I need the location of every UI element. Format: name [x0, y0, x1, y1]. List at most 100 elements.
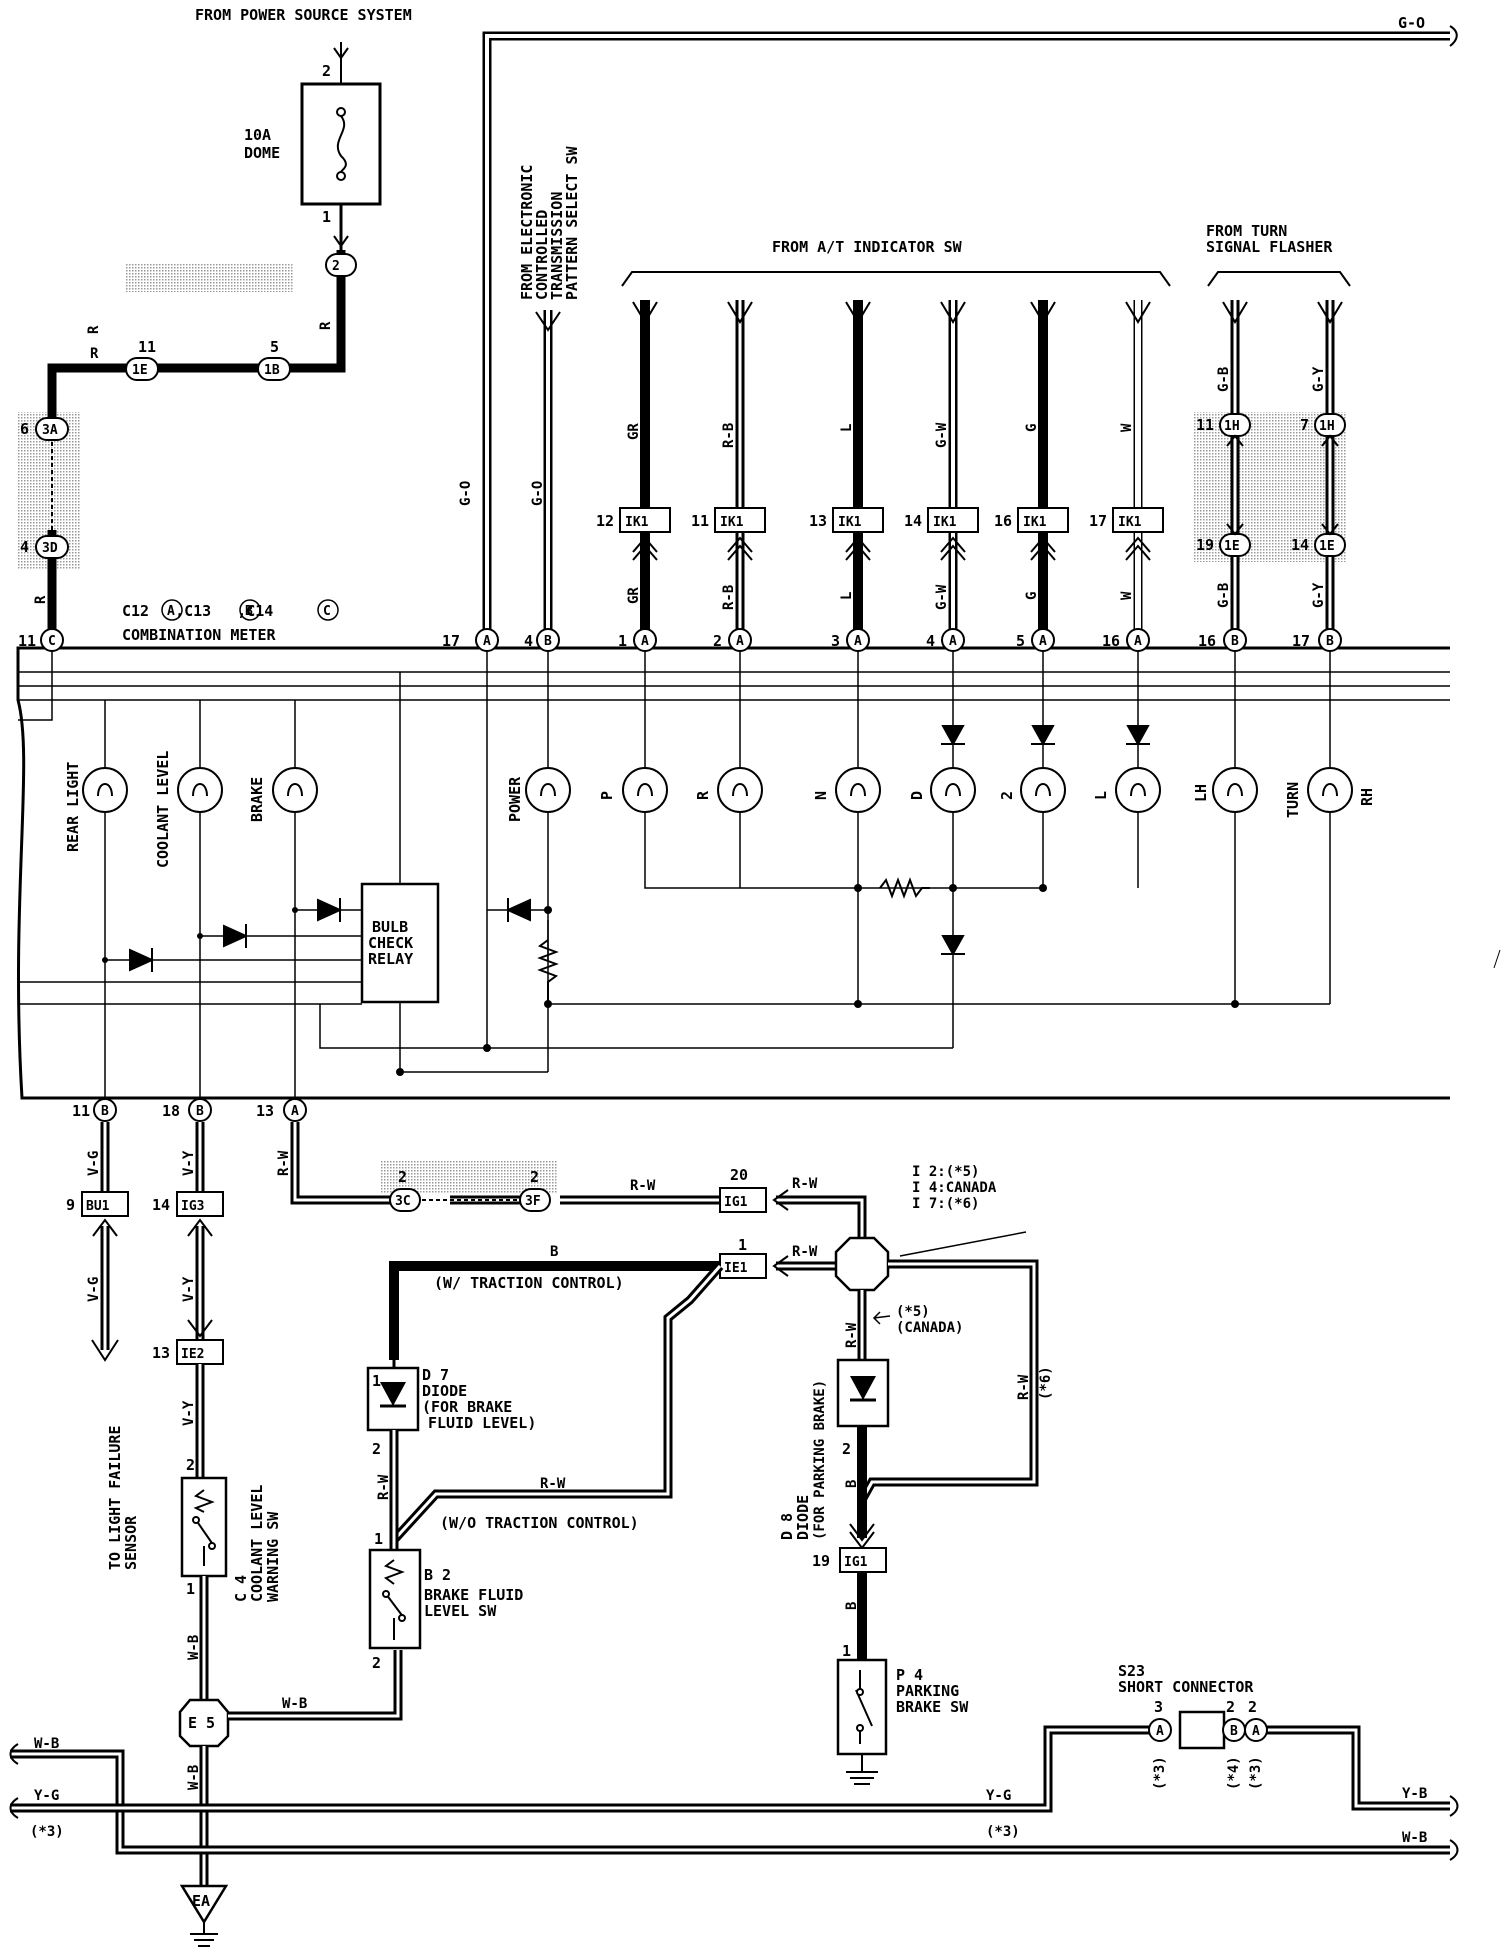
svg-text:G-O: G-O [530, 481, 546, 506]
svg-text:IG3: IG3 [181, 1199, 204, 1214]
svg-text:Y-G: Y-G [34, 1788, 59, 1804]
svg-text:2: 2 [372, 1440, 381, 1458]
svg-text:R: R [33, 595, 49, 604]
svg-text:B: B [1231, 634, 1239, 649]
svg-text:W-B: W-B [186, 1635, 202, 1660]
svg-text:R-W: R-W [792, 1244, 818, 1260]
svg-text:14: 14 [904, 512, 922, 530]
junction-shade-1e-1b [126, 264, 294, 292]
svg-text:(*3): (*3) [30, 1824, 64, 1840]
svg-text:IK1: IK1 [1023, 515, 1047, 530]
svg-text:RELAY: RELAY [368, 950, 413, 968]
svg-text:(FOR PARKING BRAKE): (FOR PARKING BRAKE) [812, 1380, 828, 1540]
svg-text:11: 11 [1196, 416, 1214, 434]
svg-text:A: A [1039, 634, 1047, 649]
svg-text:3C: 3C [395, 1194, 411, 1209]
svg-text:B: B [101, 1104, 109, 1119]
svg-text:1H: 1H [1319, 419, 1335, 434]
svg-text:13: 13 [256, 1102, 274, 1120]
svg-text:C 4: C 4 [232, 1575, 250, 1602]
svg-text:G-W: G-W [934, 584, 950, 610]
svg-text:A: A [641, 634, 649, 649]
svg-text:SHORT CONNECTOR: SHORT CONNECTOR [1118, 1678, 1254, 1696]
svg-text:IK1: IK1 [720, 515, 744, 530]
svg-text:2: 2 [372, 1654, 381, 1672]
svg-text:BRAKE SW: BRAKE SW [896, 1698, 969, 1716]
svg-text:14: 14 [152, 1196, 170, 1214]
svg-text:16: 16 [1198, 632, 1216, 650]
svg-text:EA: EA [192, 1892, 210, 1910]
svg-text:19: 19 [812, 1552, 830, 1570]
svg-text:V-Y: V-Y [181, 1150, 197, 1176]
svg-text:A: A [736, 634, 744, 649]
svg-text:3A: 3A [42, 423, 58, 438]
label-from-power-source: FROM POWER SOURCE SYSTEM [195, 6, 412, 24]
svg-text:W: W [1119, 591, 1135, 600]
svg-text:11: 11 [18, 632, 36, 650]
svg-text:V-G: V-G [86, 1151, 102, 1176]
svg-text:W-B: W-B [186, 1765, 202, 1790]
svg-text:1: 1 [186, 1580, 195, 1598]
svg-text:E 5: E 5 [188, 1714, 215, 1732]
svg-text:17: 17 [1292, 632, 1310, 650]
svg-text:1E: 1E [1224, 539, 1240, 554]
svg-text:A: A [854, 634, 862, 649]
svg-text:1: 1 [618, 632, 627, 650]
svg-text:R-W: R-W [792, 1176, 818, 1192]
svg-text:R: R [694, 790, 712, 800]
svg-text:A: A [1156, 1724, 1164, 1739]
svg-text:(*3): (*3) [986, 1824, 1020, 1840]
svg-text:A: A [291, 1104, 299, 1119]
svg-text:LH: LH [1192, 784, 1210, 802]
svg-text:6: 6 [20, 420, 29, 438]
svg-text:7: 7 [1300, 416, 1309, 434]
label-from-turn: FROM TURN [1206, 222, 1287, 240]
svg-text:BRAKE FLUID: BRAKE FLUID [424, 1586, 523, 1604]
svg-text:R-W: R-W [540, 1476, 566, 1492]
svg-text:COOLANT LEVEL: COOLANT LEVEL [154, 751, 172, 868]
svg-text:5: 5 [270, 338, 279, 356]
svg-text:(*4): (*4) [1226, 1756, 1242, 1790]
svg-text:G-O: G-O [1398, 14, 1425, 32]
svg-text:19: 19 [1196, 536, 1214, 554]
svg-text:L: L [1092, 791, 1110, 800]
svg-text:TRANSMISSION: TRANSMISSION [548, 192, 566, 300]
junction-i2-i4-i7 [834, 1236, 890, 1292]
svg-text:1: 1 [738, 1236, 747, 1254]
svg-text:BULB: BULB [372, 918, 408, 936]
svg-text:1: 1 [372, 1372, 381, 1390]
svg-text:11: 11 [691, 512, 709, 530]
svg-text:A: A [949, 634, 957, 649]
svg-text:A: A [167, 604, 175, 619]
svg-text:V-Y: V-Y [181, 1276, 197, 1302]
svg-text:(W/ TRACTION CONTROL): (W/ TRACTION CONTROL) [434, 1274, 624, 1292]
svg-text:(FOR BRAKE: (FOR BRAKE [422, 1398, 512, 1416]
svg-text:(CANADA): (CANADA) [896, 1320, 963, 1336]
svg-text:(*3): (*3) [1152, 1756, 1168, 1790]
svg-text:IK1: IK1 [1118, 515, 1142, 530]
fuse-box [300, 82, 382, 206]
svg-text:Y-G: Y-G [986, 1788, 1011, 1804]
svg-text:18: 18 [162, 1102, 180, 1120]
meter-name: COMBINATION METER [122, 626, 276, 644]
svg-text:G: G [1024, 592, 1040, 600]
svg-text:R-W: R-W [376, 1474, 392, 1500]
svg-text:G-B: G-B [1216, 583, 1232, 608]
svg-text:2: 2 [1248, 1698, 1257, 1716]
svg-text:11: 11 [72, 1102, 90, 1120]
at-indicator-wires [640, 300, 1335, 640]
label-from-at-indicator: FROM A/T INDICATOR SW [772, 238, 963, 256]
e5-junction [178, 1698, 230, 1748]
svg-text:3: 3 [1154, 1698, 1163, 1716]
svg-text:P 4: P 4 [896, 1666, 923, 1684]
svg-text:B: B [245, 604, 253, 619]
svg-text:A: A [1134, 634, 1142, 649]
svg-text:GR: GR [626, 587, 642, 604]
svg-text:13: 13 [152, 1344, 170, 1362]
ground-ea [179, 1884, 229, 1925]
svg-text:FLUID LEVEL): FLUID LEVEL) [428, 1414, 536, 1432]
svg-text:R: R [318, 321, 334, 330]
svg-text:R-B: R-B [721, 585, 737, 610]
svg-text:DIODE: DIODE [422, 1382, 467, 1400]
